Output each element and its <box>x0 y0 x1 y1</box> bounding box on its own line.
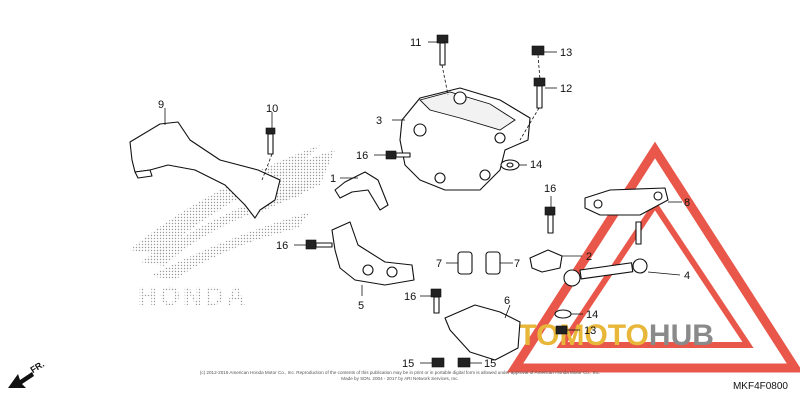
callout-16-lower: 16 <box>404 291 416 303</box>
copyright-line-1: (c) 2012-2016 American Honda Motor Co., … <box>199 370 601 375</box>
copyright-line-2: Made by SDN. 2004 - 2017 by ARI Network … <box>341 376 459 381</box>
part-15-nut-right <box>457 357 482 368</box>
part-16-bolt-right <box>544 196 556 234</box>
part-15-nut-left <box>420 357 445 368</box>
part-4-link-rod <box>563 258 681 287</box>
callout-labels: 9 10 11 13 12 3 14 16 1 16 5 7 7 16 6 15… <box>158 37 690 370</box>
callout-2: 2 <box>586 251 592 263</box>
part-3-damper-body <box>392 87 531 191</box>
callout-5: 5 <box>358 300 364 312</box>
callout-4: 4 <box>684 270 690 282</box>
callout-14-lower: 14 <box>586 309 598 321</box>
part-9-cover <box>129 108 281 219</box>
honda-wing-logo: HONDA <box>130 145 335 311</box>
part-16-bolt-upper <box>374 150 411 160</box>
copyright-notice: (c) 2012-2016 American Honda Motor Co., … <box>190 370 610 382</box>
part-16-bolt-left <box>294 239 333 250</box>
callout-10: 10 <box>266 103 278 115</box>
honda-logo-text: HONDA <box>138 281 248 311</box>
callout-7-right: 7 <box>514 258 520 270</box>
part-7-spacer-left <box>446 251 473 275</box>
callout-16-left: 16 <box>276 240 288 252</box>
part-7-spacer-right <box>485 251 513 275</box>
part-13-nut-lower <box>555 325 580 335</box>
front-direction-arrow <box>8 372 34 388</box>
part-12-bolt <box>519 77 557 141</box>
part-14-washer-top <box>500 159 527 171</box>
callout-3: 3 <box>376 115 382 127</box>
callout-9: 9 <box>158 99 164 111</box>
callout-16-right: 16 <box>544 183 556 195</box>
part-16-bolt-lower <box>420 288 442 314</box>
callout-7-left: 7 <box>436 258 442 270</box>
callout-15-right: 15 <box>484 358 496 370</box>
callout-12: 12 <box>560 83 572 95</box>
callout-13-lower: 13 <box>584 325 596 337</box>
watermark-logo: AUTOMOTOHUB <box>475 141 800 373</box>
part-6-bracket <box>444 304 521 361</box>
part-5-bracket <box>331 221 415 296</box>
watermark-moto: MOTO <box>559 319 648 352</box>
callout-14-top: 14 <box>530 159 542 171</box>
part-14-washer-lower <box>554 309 583 319</box>
callout-15-left: 15 <box>402 358 414 370</box>
part-11-bolt <box>428 34 449 96</box>
callout-8: 8 <box>684 197 690 209</box>
callout-16-upper: 16 <box>356 150 368 162</box>
part-13-nut-top <box>531 45 557 81</box>
callout-6: 6 <box>504 295 510 307</box>
diagram-code: MKF4F0800 <box>732 381 788 392</box>
part-1-clamp <box>334 171 389 211</box>
callout-1: 1 <box>330 173 336 185</box>
callout-11: 11 <box>410 37 421 49</box>
callout-13-top: 13 <box>560 47 572 59</box>
part-8-bracket <box>584 187 682 245</box>
part-10-bolt <box>261 112 276 181</box>
watermark-hub: HUB <box>649 319 714 352</box>
part-2-clip <box>529 249 582 273</box>
